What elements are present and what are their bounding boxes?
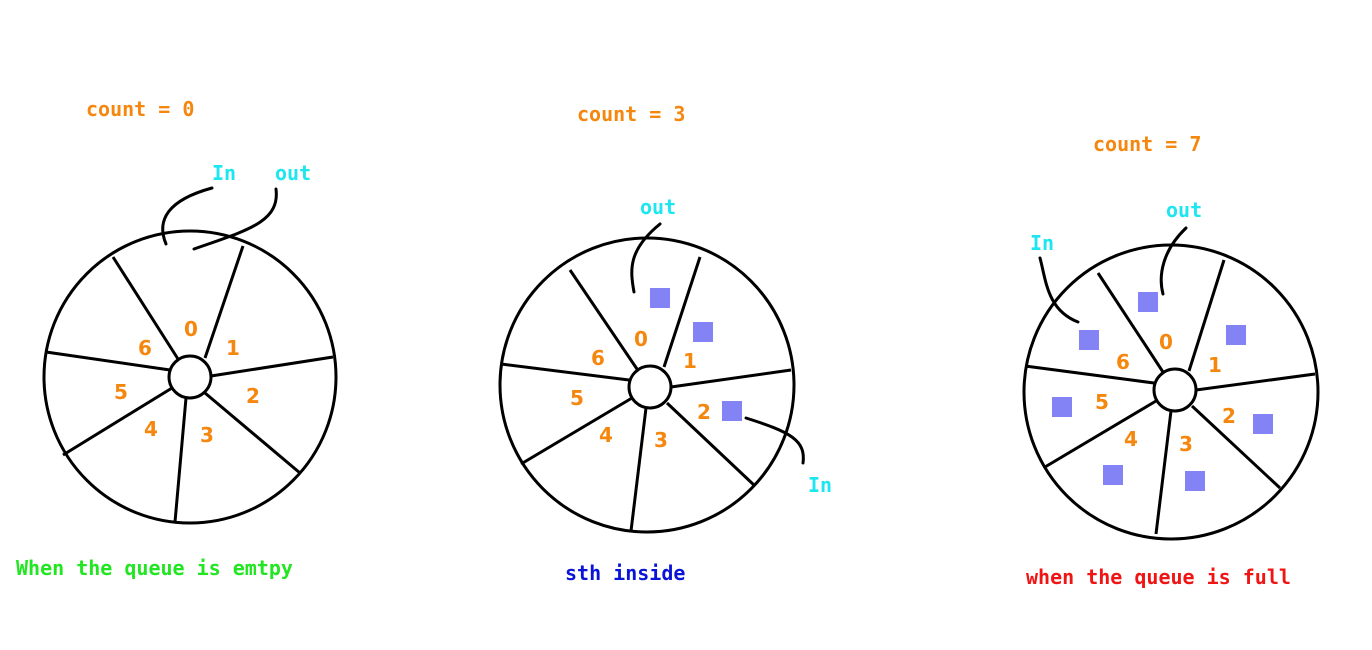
queue-item-slot-1: [1226, 325, 1246, 345]
out-pointer-label: out: [1166, 198, 1202, 222]
queue-item-slot-2: [722, 401, 742, 421]
slot-divider: [173, 397, 188, 523]
hub: [627, 364, 673, 410]
in-pointer-label: In: [212, 161, 236, 185]
queue-item-slot-1: [693, 322, 713, 342]
slot-divider: [520, 396, 633, 466]
slot-index-2: 2: [697, 400, 711, 424]
in-pointer-arrow: [161, 186, 214, 246]
slot-divider: [1154, 410, 1173, 535]
queue-item-slot-5: [1052, 397, 1072, 417]
slot-divider: [45, 350, 171, 372]
hub: [167, 354, 213, 400]
out-pointer-label: out: [275, 161, 311, 185]
panel-partial: count = 3 0 1 2 3 4 5 6: [498, 102, 832, 585]
in-pointer-arrow: [1038, 256, 1080, 324]
slot-index-3: 3: [654, 428, 668, 452]
out-pointer-arrow: [192, 187, 278, 251]
slot-divider: [1096, 272, 1165, 373]
slot-index-0: 0: [1159, 330, 1173, 354]
slot-divider: [203, 245, 245, 359]
slot-index-1: 1: [683, 349, 697, 373]
slot-index-4: 4: [144, 417, 158, 441]
slot-divider: [204, 391, 301, 475]
slot-index-3: 3: [1179, 432, 1193, 456]
out-pointer-arrow: [1159, 226, 1188, 296]
slot-index-2: 2: [1222, 404, 1236, 428]
slot-divider: [670, 368, 792, 389]
slot-divider: [629, 407, 648, 532]
slot-divider: [62, 386, 173, 457]
slot-divider: [662, 256, 702, 368]
slot-index-4: 4: [1124, 427, 1138, 451]
slot-index-0: 0: [184, 317, 198, 341]
slot-index-0: 0: [634, 327, 648, 351]
slot-index-1: 1: [1208, 353, 1222, 377]
queue-item-slot-2: [1253, 414, 1273, 434]
queue-items: [1052, 292, 1273, 491]
in-pointer-label: In: [1030, 231, 1054, 255]
slot-divider: [1044, 399, 1157, 469]
slot-indices: 0 1 2 3 4 5 6: [114, 317, 260, 447]
slot-index-5: 5: [114, 380, 128, 404]
queue-item-slot-0: [650, 288, 670, 308]
slot-index-3: 3: [200, 423, 214, 447]
count-label: count = 7: [1093, 132, 1201, 156]
caption: sth inside: [565, 561, 685, 585]
panel-full: count = 7 0 1 2 3 4 5 6: [1022, 132, 1320, 589]
queue-item-slot-4: [1103, 465, 1123, 485]
queue-items: [650, 288, 742, 421]
outer-ring: [42, 229, 338, 525]
slot-divider: [210, 355, 334, 378]
slot-divider: [568, 269, 639, 370]
slot-divider: [500, 362, 630, 382]
slot-index-4: 4: [599, 423, 613, 447]
slot-divider: [1024, 364, 1155, 385]
out-pointer-arrow: [630, 222, 662, 294]
queue-item-slot-0: [1138, 292, 1158, 312]
slot-divider: [665, 401, 757, 488]
slot-divider: [1187, 259, 1226, 372]
queue-item-slot-6: [1079, 330, 1099, 350]
count-label: count = 3: [577, 102, 685, 126]
panel-empty: count = 0 0 1 2 3 4 5 6 In out When: [16, 97, 338, 580]
slot-index-5: 5: [570, 386, 584, 410]
hub: [1152, 367, 1198, 413]
in-pointer-label: In: [808, 473, 832, 497]
caption: when the queue is full: [1026, 565, 1291, 589]
slot-divider: [1195, 372, 1316, 392]
slot-index-6: 6: [591, 346, 605, 370]
ring-buffer: [42, 229, 338, 525]
slot-index-6: 6: [1116, 350, 1130, 374]
in-pointer-arrow: [744, 416, 805, 465]
slot-index-6: 6: [138, 336, 152, 360]
slot-divider: [1190, 404, 1282, 490]
slot-index-5: 5: [1095, 390, 1109, 414]
slot-index-2: 2: [246, 384, 260, 408]
caption: When the queue is emtpy: [16, 556, 293, 580]
count-label: count = 0: [86, 97, 194, 121]
out-pointer-label: out: [640, 195, 676, 219]
queue-item-slot-3: [1185, 471, 1205, 491]
slot-index-1: 1: [226, 336, 240, 360]
slot-divider: [111, 256, 180, 360]
